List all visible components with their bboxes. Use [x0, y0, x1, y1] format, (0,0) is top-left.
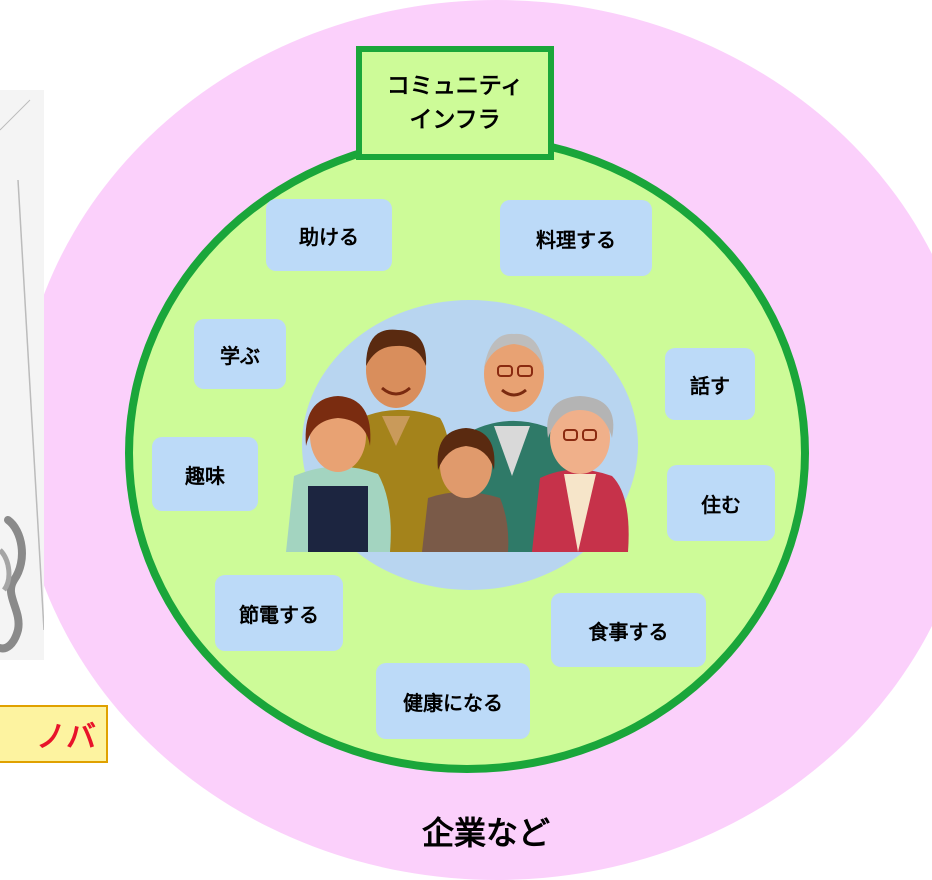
partial-left-label-box: ノバ — [0, 705, 108, 763]
title-line-2: インフラ — [409, 107, 501, 133]
activity-get-healthy: 健康になる — [376, 663, 530, 739]
activity-live: 住む — [667, 465, 775, 541]
activity-eat: 食事する — [551, 593, 706, 667]
activity-talk: 話す — [665, 348, 755, 420]
activity-learn: 学ぶ — [194, 319, 286, 389]
activity-hobby: 趣味 — [152, 437, 258, 511]
activity-help: 助ける — [266, 199, 392, 271]
community-infrastructure-title-box: コミュニティ インフラ — [356, 46, 554, 160]
family-illustration-icon — [286, 329, 629, 552]
activity-save-power: 節電する — [215, 575, 343, 651]
partial-left-label: ノバ — [36, 720, 96, 755]
title-line-1: コミュニティ — [386, 73, 524, 99]
outer-ring-label: 企業など — [421, 814, 550, 852]
photo-fragment-image — [0, 90, 44, 660]
activity-cook: 料理する — [500, 200, 652, 276]
